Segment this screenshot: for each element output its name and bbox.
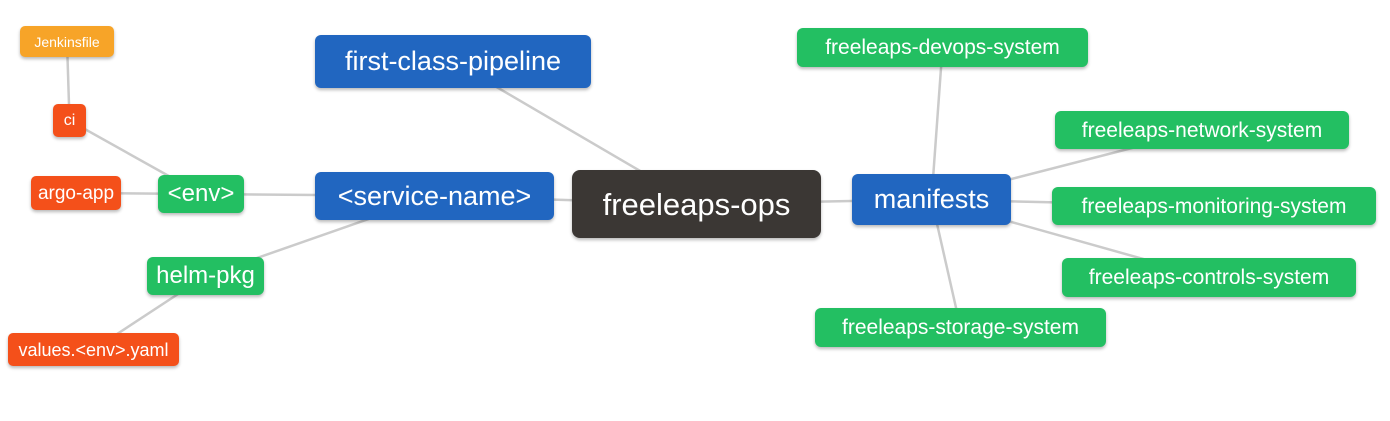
node-freeleaps-ops-root[interactable]: freeleaps-ops — [572, 170, 821, 238]
node-ci[interactable]: ci — [53, 104, 86, 137]
node-helm-pkg[interactable]: helm-pkg — [147, 257, 264, 295]
node-freeleaps-devops-system[interactable]: freeleaps-devops-system — [797, 28, 1088, 67]
node-argo-app[interactable]: argo-app — [31, 176, 121, 210]
node-freeleaps-storage-system[interactable]: freeleaps-storage-system — [815, 308, 1106, 347]
node-env[interactable]: <env> — [158, 175, 244, 213]
node-manifests[interactable]: manifests — [852, 174, 1011, 225]
node-jenkinsfile[interactable]: Jenkinsfile — [20, 26, 114, 57]
node-values-env-yaml[interactable]: values.<env>.yaml — [8, 333, 179, 366]
node-freeleaps-monitoring-system[interactable]: freeleaps-monitoring-system — [1052, 187, 1376, 225]
node-service-name[interactable]: <service-name> — [315, 172, 554, 220]
node-freeleaps-network-system[interactable]: freeleaps-network-system — [1055, 111, 1349, 149]
node-freeleaps-controls-system[interactable]: freeleaps-controls-system — [1062, 258, 1356, 297]
node-first-class-pipeline[interactable]: first-class-pipeline — [315, 35, 591, 88]
